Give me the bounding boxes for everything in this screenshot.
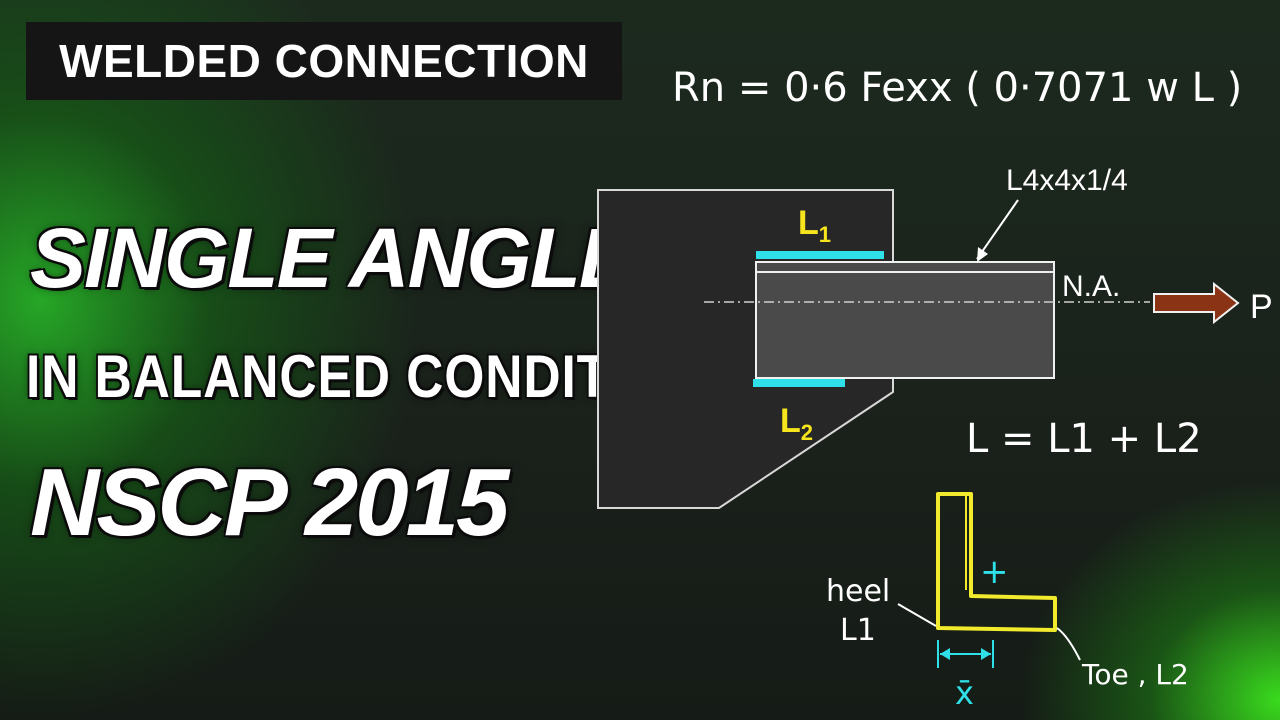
centroid-mark-icon: + [980, 552, 1009, 592]
heel-label: heel [826, 574, 890, 609]
weld-l2 [753, 379, 845, 387]
callout-arrowhead-icon [977, 247, 988, 262]
angle-member [755, 261, 1055, 379]
weld-top-label: L1 [798, 204, 831, 247]
angle-size-label: L4x4x1/4 [1006, 164, 1128, 197]
xbar-label: x̄ [955, 674, 974, 712]
weld-l1 [756, 251, 884, 259]
headline-line-2: IN BALANCED CONDITION [26, 343, 704, 410]
load-label: P [1250, 288, 1273, 326]
headline-line-1: SINGLE ANGLE [30, 211, 635, 305]
load-arrow-icon [1153, 281, 1240, 325]
weld-top-sub: 1 [819, 222, 831, 247]
angle-cross-section [936, 492, 1057, 632]
callout-leader [976, 199, 1019, 260]
weld-bottom-main: L [780, 402, 801, 440]
toe-label: Toe , L2 [1081, 658, 1189, 691]
neutral-axis-label: N.A. [1062, 270, 1120, 303]
capacity-formula: Rn = 0·6 Fexx ( 0·7071 w L ) [672, 65, 1242, 111]
toe-leader [1056, 627, 1081, 661]
weld-bottom-label: L2 [780, 402, 813, 445]
length-sum-formula: L = L1 + L2 [966, 416, 1202, 462]
xbar-arrow-right-icon [981, 648, 991, 660]
xbar-arrow-left-icon [940, 648, 950, 660]
topic-tag: WELDED CONNECTION [26, 22, 622, 100]
headline-line-3: NSCP 2015 [30, 449, 509, 556]
heel-sub-label: L1 [840, 613, 876, 648]
weld-bottom-sub: 2 [801, 420, 813, 445]
weld-top-main: L [798, 204, 819, 242]
heel-leader [897, 603, 937, 627]
